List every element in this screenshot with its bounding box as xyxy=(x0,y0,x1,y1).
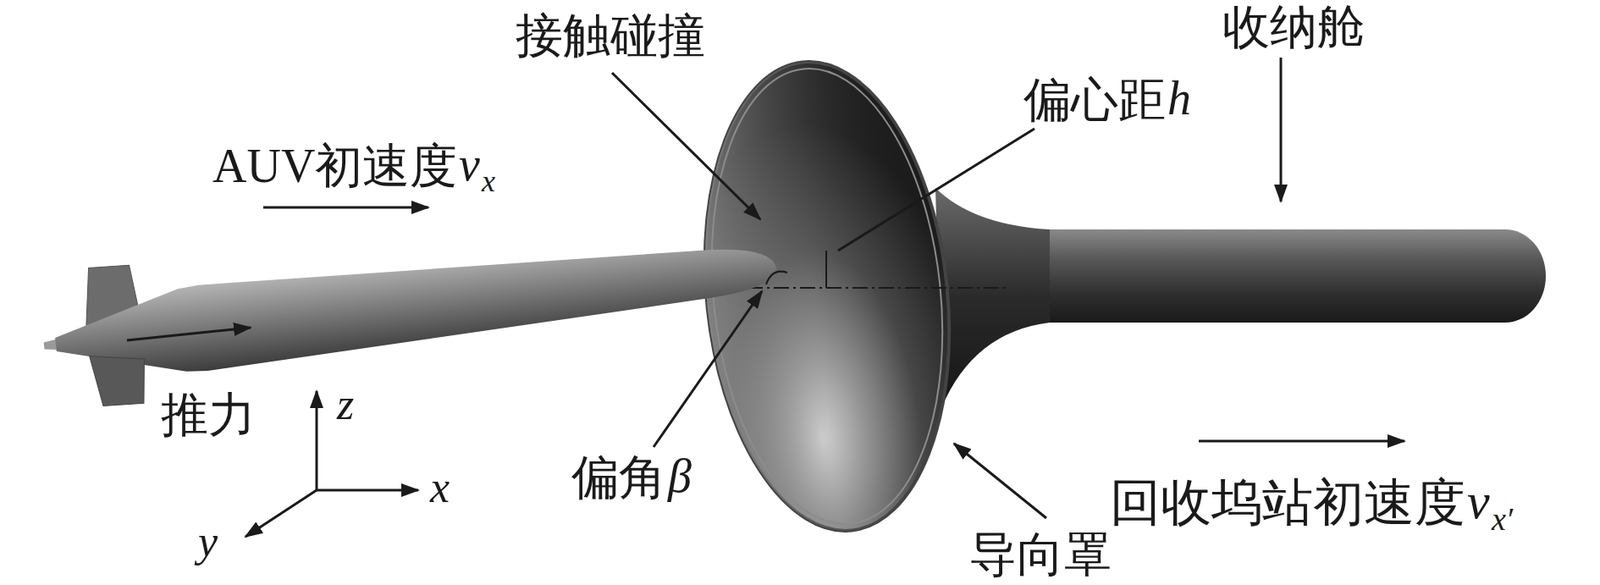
axis-z xyxy=(315,391,319,492)
callout-label: 收纳舱 xyxy=(1222,3,1365,51)
offset-tick xyxy=(825,250,828,288)
symbol-letter: β xyxy=(667,452,692,500)
axis-label: y xyxy=(198,519,218,564)
callout-label: 推力 xyxy=(160,391,256,439)
symbol-letter: v xyxy=(458,140,480,188)
auv-body xyxy=(36,195,784,414)
callout-label: 偏角 xyxy=(571,453,667,502)
velocity-arrow xyxy=(1198,440,1405,443)
leader-line xyxy=(612,72,761,220)
callout-label: 回收坞站初速度 xyxy=(1109,477,1466,529)
funnel-neck xyxy=(935,187,1050,409)
axis-label: z xyxy=(336,382,354,427)
deflection-arc xyxy=(766,271,788,285)
axis-label: x xyxy=(430,465,450,510)
symbol-letter: v xyxy=(1467,475,1490,527)
subscript: x xyxy=(481,165,496,197)
callout-label: 导向罩 xyxy=(969,530,1112,579)
symbol-letter: h xyxy=(1167,74,1192,122)
leader-line xyxy=(838,128,1035,251)
thrust-arrow xyxy=(126,327,251,341)
storage-cabin xyxy=(973,229,1546,323)
guide-funnel xyxy=(683,49,972,544)
subscript: x′ xyxy=(1491,502,1513,536)
leader-line xyxy=(653,291,762,447)
callout-label: 偏心距 xyxy=(1023,76,1166,124)
callout-label: 接触碰撞 xyxy=(515,11,706,60)
velocity-arrow xyxy=(263,206,429,210)
axis-x xyxy=(315,489,419,492)
leader-line xyxy=(954,443,1047,519)
callout-label: AUV初速度 xyxy=(212,142,458,190)
axis-y xyxy=(245,490,317,537)
leader-line xyxy=(1280,57,1283,202)
